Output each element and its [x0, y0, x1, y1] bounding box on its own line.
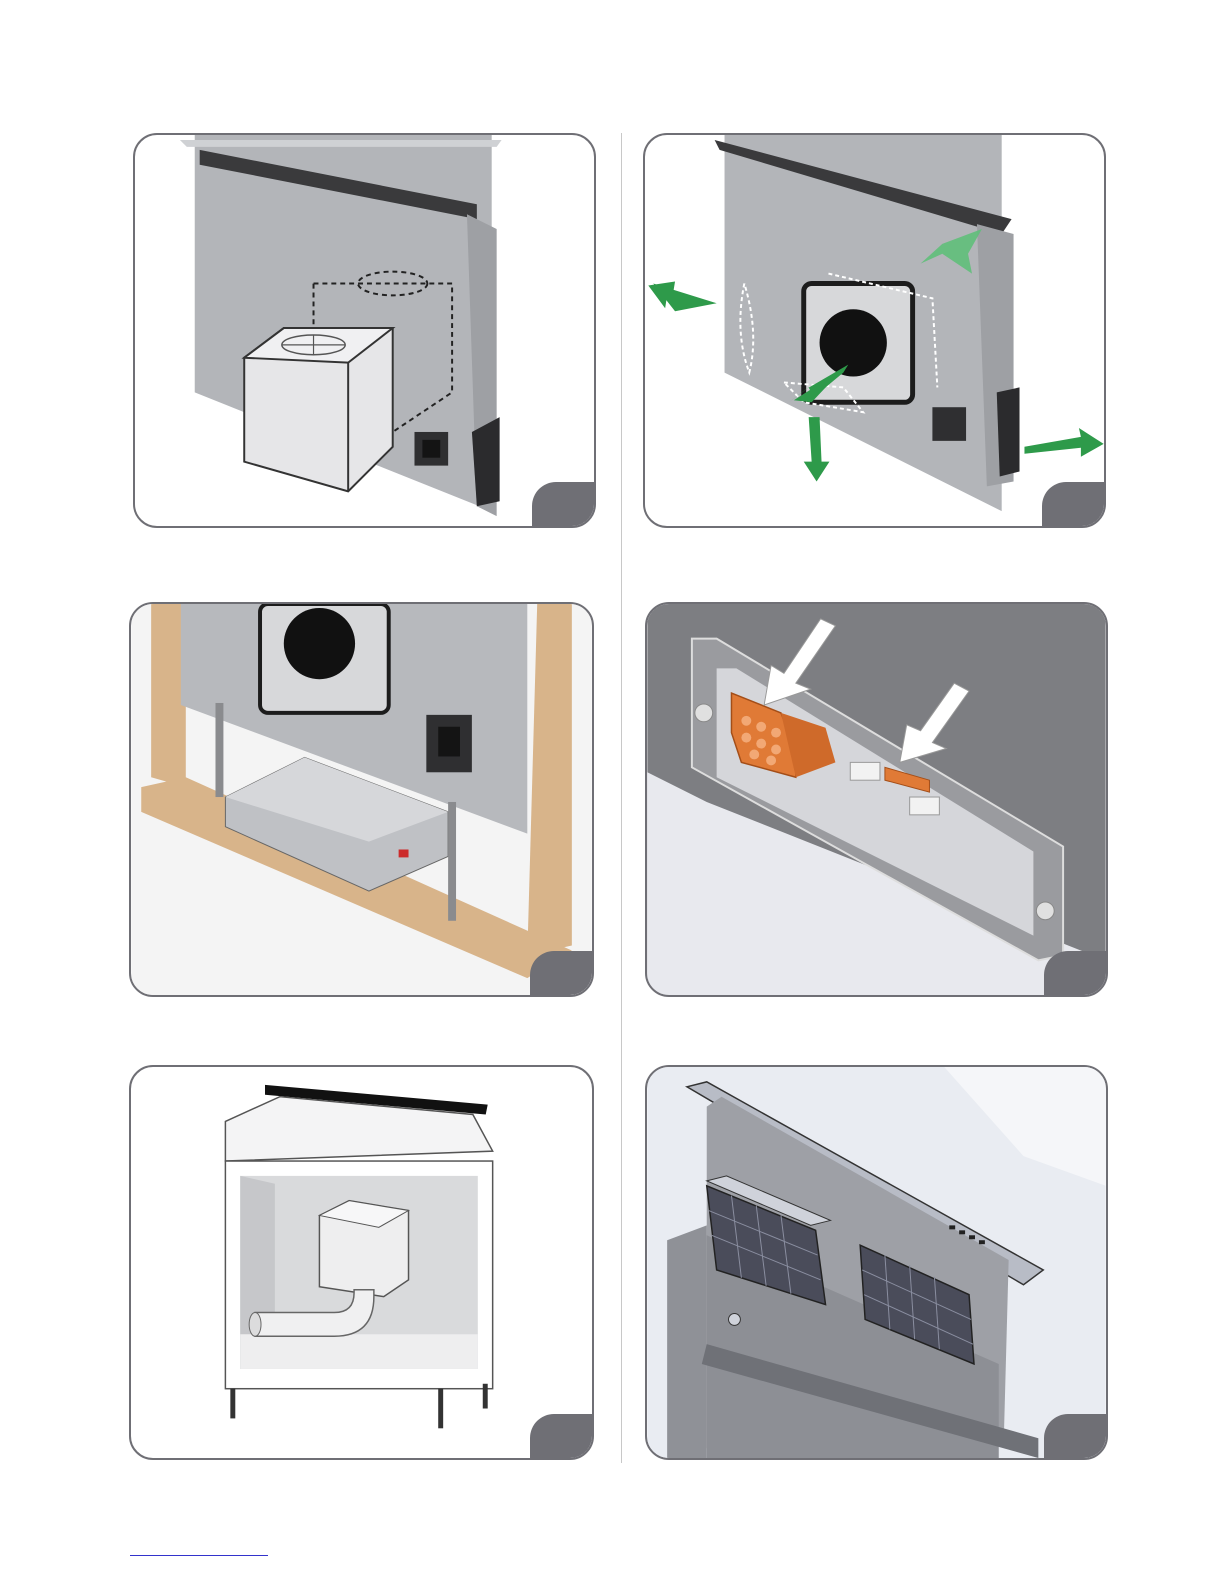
- figure-badge: [1044, 951, 1108, 997]
- figure-5-illustration: [131, 1067, 592, 1458]
- arrow-down: [804, 417, 830, 481]
- figure-badge: [1042, 482, 1106, 528]
- figure-panel-3: [129, 602, 594, 997]
- figure-panel-4: [645, 602, 1108, 997]
- figure-4-illustration: [647, 604, 1106, 995]
- figure-badge: [532, 482, 596, 528]
- figure-badge: [1044, 1414, 1108, 1460]
- figure-panel-5: [129, 1065, 594, 1460]
- figure-panel-6: [645, 1065, 1108, 1460]
- figure-badge: [530, 951, 594, 997]
- figure-badge: [530, 1414, 594, 1460]
- figure-panel-2: [643, 133, 1106, 528]
- arrow-right: [1024, 428, 1103, 457]
- figure-3-illustration: [131, 604, 592, 995]
- footer-underline: [130, 1555, 268, 1556]
- figure-1-illustration: [135, 135, 594, 526]
- figure-6-illustration: [647, 1067, 1106, 1458]
- column-divider: [621, 133, 622, 1463]
- figure-panel-1: [133, 133, 596, 528]
- figure-2-illustration: [645, 135, 1104, 526]
